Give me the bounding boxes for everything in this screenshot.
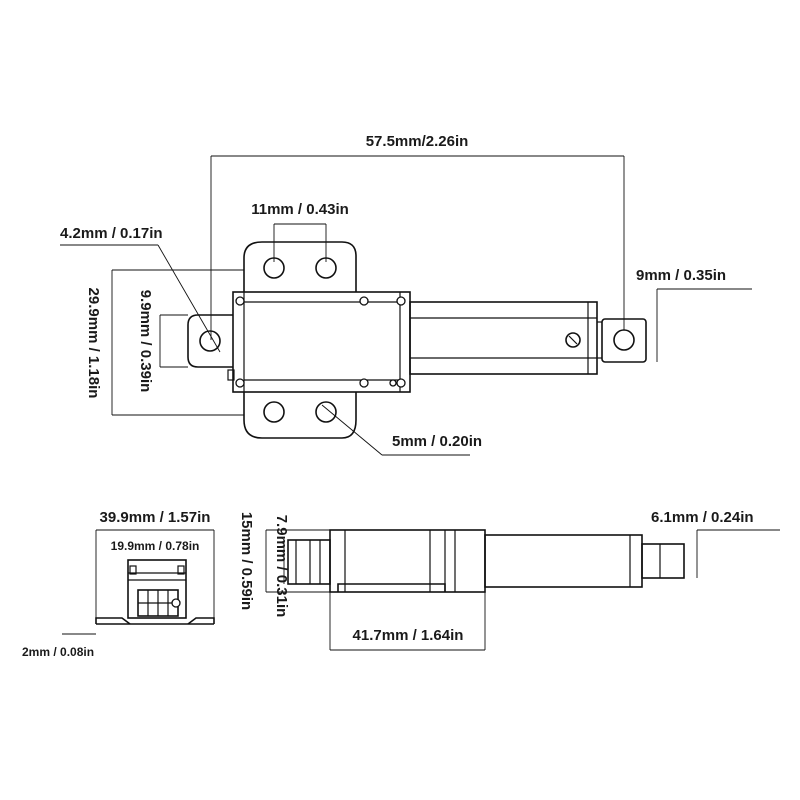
side-body [329,529,486,593]
dimension-labels: 57.5mm/2.26in 11mm / 0.43in 4.2mm / 0.17… [22,133,754,659]
side-view [287,529,685,593]
end-view-body [127,559,187,619]
side-rear-end [287,539,331,585]
screw-icon [396,296,406,306]
screw-icon [359,296,369,306]
rear-clevis-tab [187,314,233,368]
side-view-dimension-lines [265,529,780,651]
overall-length-label: 57.5mm/2.26in [366,133,469,150]
tube-screw [565,332,581,348]
screw-icon [389,379,397,387]
screw-icon [359,378,369,388]
hole-spacing-label: 11mm / 0.43in [251,201,349,218]
rod-end-hole [613,329,635,351]
tab-width-label: 9.9mm / 0.39in [137,290,154,393]
gearbox-body [232,291,411,393]
screw-icon [171,598,181,608]
side-tube [484,534,643,588]
plate-thickness-label: 2mm / 0.08in [22,645,94,659]
body-height-label: 15mm / 0.59in [238,512,255,610]
rod-diameter-label: 6.1mm / 0.24in [651,509,754,526]
top-view-dimension-lines [60,155,752,456]
screw-icon [235,296,245,306]
mount-height-label: 29.9mm / 1.18in [85,288,102,399]
inner-width-label: 19.9mm / 0.78in [111,539,200,553]
screw-icon [235,378,245,388]
bracket-hole-bottom-right [315,401,337,423]
mount-hole-label: 5mm / 0.20in [392,433,482,450]
side-rod [641,543,685,579]
hole-diameter-label: 4.2mm / 0.17in [60,225,163,242]
rod-end-width-label: 9mm / 0.35in [636,267,726,284]
rear-end-height-label: 7.9mm / 0.31in [273,515,290,618]
body-length-label: 41.7mm / 1.64in [353,627,464,644]
top-view [187,241,647,439]
rear-clevis-hole [199,330,221,352]
end-view [62,529,215,635]
bracket-hole-bottom-left [263,401,285,423]
mounting-bracket [243,241,357,439]
actuator-tube [409,301,598,375]
base-width-label: 39.9mm / 1.57in [100,509,211,526]
screw-icon [396,378,406,388]
